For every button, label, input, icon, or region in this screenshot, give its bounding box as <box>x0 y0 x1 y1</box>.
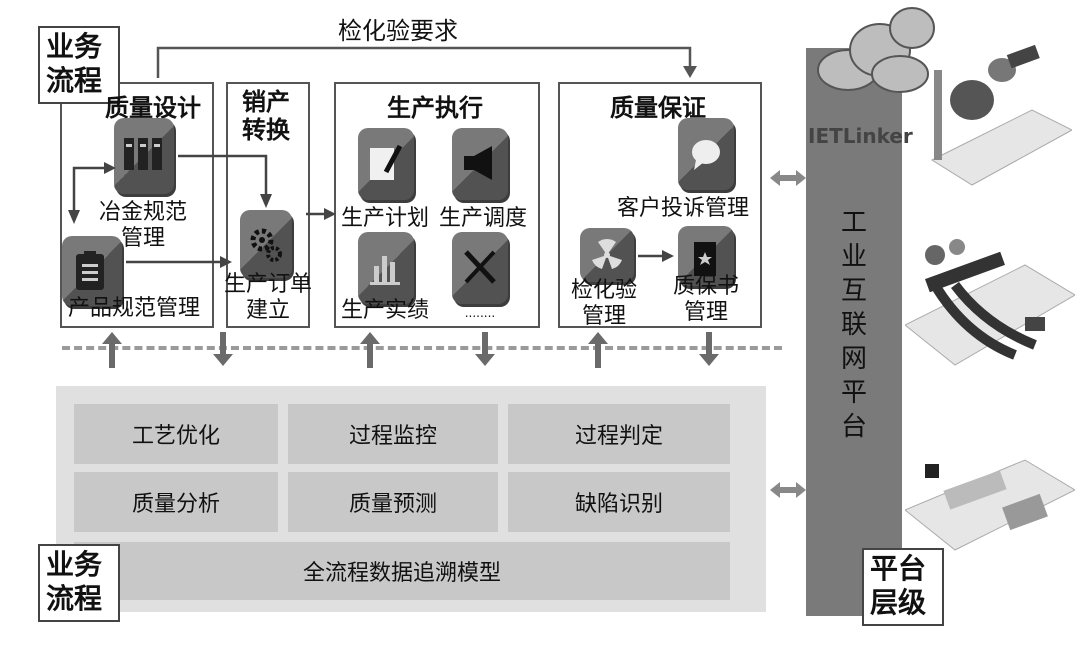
platform-level-label: 平台 层级 <box>862 548 944 626</box>
customer-complaint-label: 客户投诉管理 <box>616 196 749 221</box>
binders-icon <box>114 118 174 194</box>
more-items-label: ........ <box>464 306 496 320</box>
platform-brand: IETLinker <box>808 124 913 148</box>
inspection-management-label: 检化验 管理 <box>570 278 637 329</box>
document-pen-icon <box>358 128 414 200</box>
megaphone-icon <box>452 128 508 200</box>
chat-bubble-icon <box>678 118 734 190</box>
certificate-management-label: 质保书 管理 <box>672 274 739 325</box>
quality-assurance-title: 质量保证 <box>610 94 706 122</box>
grid-cell-quality-prediction: 质量预测 <box>288 472 498 532</box>
production-line-icon <box>905 459 1075 551</box>
frame-quality-design <box>60 82 214 328</box>
metallurgical-spec-label: 冶金规范 管理 <box>98 200 187 251</box>
clipboard-icon <box>62 236 122 306</box>
welding-robot-icon <box>930 44 1072 186</box>
business-flow-label-bottom: 业务 流程 <box>38 544 120 622</box>
full-process-traceability-model: 全流程数据追溯模型 <box>74 542 730 600</box>
platform-column <box>806 48 902 616</box>
platform-column-label: 工 业 互 联 网 平 台 <box>840 208 867 442</box>
layer-exchange-arrows <box>102 332 719 368</box>
production-execution-title: 生产执行 <box>387 94 483 122</box>
sales-conversion-title: 销产 转换 <box>242 88 290 144</box>
grid-cell-process-monitoring: 过程监控 <box>288 404 498 464</box>
frame-sales-conversion <box>226 82 310 328</box>
bidirectional-arrow-top <box>770 170 806 186</box>
tools-icon <box>452 232 508 304</box>
top-arrow-label: 检化验要求 <box>330 18 466 44</box>
quality-design-loop-arrows <box>68 162 116 224</box>
product-spec-label: 产品规范管理 <box>67 296 200 321</box>
radiation-icon <box>580 228 634 282</box>
frame-production-execution <box>334 82 540 328</box>
layer-separator <box>62 346 782 350</box>
grid-cell-quality-analysis: 质量分析 <box>74 472 278 532</box>
bar-chart-icon <box>358 232 414 304</box>
design-to-order-arrows <box>126 154 336 268</box>
frame-quality-assurance <box>558 82 762 328</box>
production-plan-label: 生产计划 <box>340 206 429 231</box>
gears-icon <box>240 210 292 278</box>
grid-cell-defect-recognition: 缺陷识别 <box>508 472 730 532</box>
grid-cell-process-optimization: 工艺优化 <box>74 404 278 464</box>
conveyor-machine-icon <box>905 239 1075 366</box>
top-feedback-arrow <box>156 46 697 78</box>
grid-cell-process-judgment: 过程判定 <box>508 404 730 464</box>
bidirectional-arrow-bottom <box>770 482 806 498</box>
production-order-label: 生产订单 建立 <box>223 272 312 323</box>
cloud-icon <box>808 0 938 110</box>
production-results-label: 生产实绩 <box>340 298 429 323</box>
production-dispatch-label: 生产调度 <box>438 206 527 231</box>
quality-design-title: 质量设计 <box>105 94 201 122</box>
inspection-to-certificate-arrow <box>638 250 674 262</box>
certificate-icon <box>678 226 734 286</box>
business-flow-label-top: 业务 流程 <box>38 26 120 104</box>
